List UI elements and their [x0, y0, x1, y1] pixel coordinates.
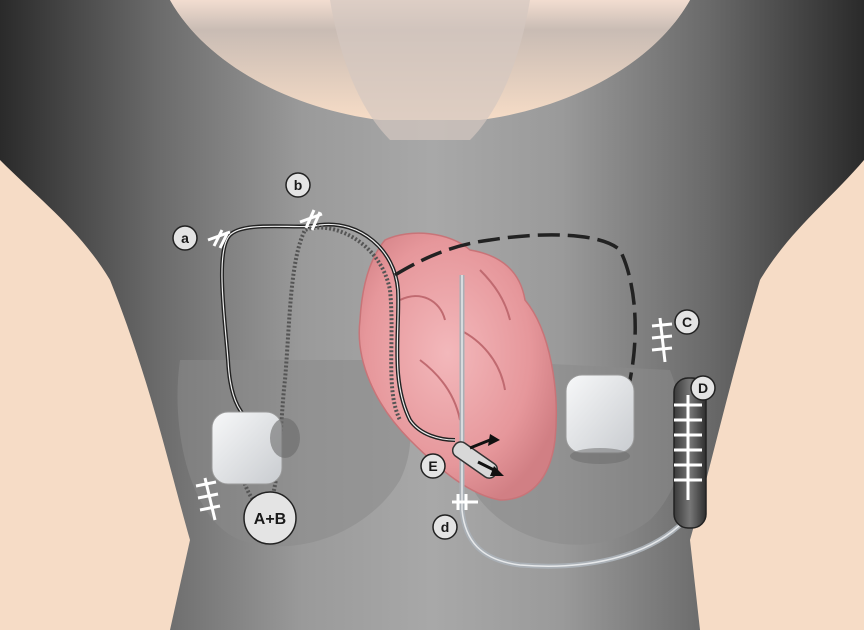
label-ab: A+B	[244, 492, 296, 544]
svg-text:C: C	[682, 314, 692, 330]
svg-text:b: b	[294, 177, 303, 193]
svg-text:A+B: A+B	[254, 511, 286, 528]
label-a: a	[173, 226, 197, 250]
label-d: d	[433, 515, 457, 539]
svg-text:D: D	[698, 380, 708, 396]
svg-text:E: E	[428, 458, 437, 474]
label-c: C	[675, 310, 699, 334]
label-E: E	[421, 454, 445, 478]
left-pacemaker	[212, 412, 282, 484]
label-D: D	[691, 376, 715, 400]
left-pocket-shadow	[270, 418, 300, 458]
label-b: b	[286, 173, 310, 197]
right-pacemaker	[566, 375, 634, 453]
right-pocket-shadow	[570, 448, 630, 464]
svg-text:a: a	[181, 230, 189, 246]
svg-text:d: d	[441, 519, 450, 535]
